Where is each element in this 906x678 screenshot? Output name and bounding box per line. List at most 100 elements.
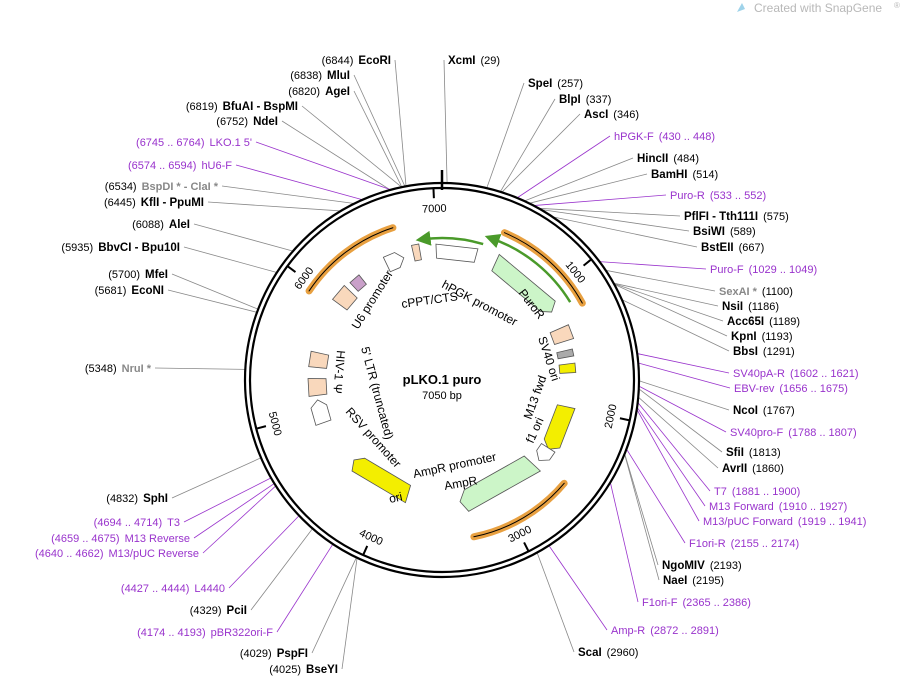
site-label-naei: NaeI(2195)	[663, 575, 724, 587]
site-label-f1ori-r: F1ori-R(2155 .. 2174)	[689, 538, 799, 550]
site-pos: (29)	[481, 55, 501, 67]
site-pos: AleI	[169, 219, 190, 231]
feature-ltr-a	[307, 378, 328, 397]
site-name: (6752)	[216, 116, 248, 128]
site-pos: hU6-F	[201, 160, 232, 172]
leader-line	[626, 448, 686, 544]
leader-line	[311, 557, 357, 654]
plasmid-size: 7050 bp	[422, 390, 462, 402]
site-label-hpgk-f: hPGK-F(430 .. 448)	[614, 131, 715, 143]
site-pos: MfeI	[145, 269, 168, 281]
site-label-hincii: HincII(484)	[637, 153, 699, 165]
site-name: EBV-rev	[734, 383, 775, 395]
site-pos: BbvCI - Bpu10I	[98, 242, 180, 254]
site-pos: (1602 .. 1621)	[790, 368, 859, 380]
site-name: SexAI *	[719, 286, 758, 298]
leader-line	[613, 283, 724, 322]
site-label-ecori: (6844)EcoRI	[322, 55, 391, 67]
feature-rsv	[310, 399, 332, 426]
site-label-bfuai-bspmi: (6819)BfuAI - BspMI	[186, 101, 298, 113]
site-label-mfei: (5700)MfeI	[108, 269, 168, 281]
leader-line	[276, 543, 334, 633]
leader-line	[301, 105, 402, 188]
leader-line	[638, 380, 730, 411]
site-label-acc65i: Acc65I(1189)	[727, 316, 800, 328]
leader-line	[353, 74, 406, 187]
leader-line	[202, 485, 277, 554]
leader-line	[193, 483, 275, 539]
feature-label-m13fwd: M13 fwd	[521, 374, 550, 421]
site-name: (6445)	[104, 197, 136, 209]
site-pos: (1910 .. 1927)	[779, 501, 848, 513]
site-pos: M13 Reverse	[125, 533, 190, 545]
site-pos: (1860)	[752, 463, 784, 475]
site-name: (5935)	[61, 242, 93, 254]
site-label-t3: (4694 .. 4714)T3	[94, 517, 180, 529]
site-label-bseyi: (4025)BseYI	[269, 664, 338, 676]
feature-amppro	[536, 442, 556, 461]
site-pos: LKO.1 5'	[210, 137, 252, 149]
site-pos: (1189)	[769, 316, 800, 328]
site-label-lko-1-5-: (6745 .. 6764) LKO.1 5'	[136, 137, 252, 149]
site-name: hPGK-F	[614, 131, 654, 143]
feature-rre	[349, 274, 367, 292]
orientation-arcs	[305, 224, 586, 541]
leader-line	[486, 82, 525, 189]
site-label-ncoi: NcoI(1767)	[733, 405, 795, 417]
leader-line	[605, 269, 716, 292]
site-label-bsteii: BstEII(667)	[701, 242, 764, 254]
site-name: NsiI	[722, 301, 743, 313]
site-label-l4440: (4427 .. 4444)L4440	[121, 583, 225, 595]
site-name: BamHI	[651, 169, 687, 181]
site-name: (6534)	[105, 181, 137, 193]
site-label-pcii: (4329)PciI	[190, 605, 247, 617]
site-label-m13-forward: M13 Forward(1910 .. 1927)	[709, 501, 847, 513]
site-label-scai: ScaI(2960)	[578, 647, 638, 659]
feature-ltr-c	[331, 284, 358, 311]
tick-label: 5000	[266, 410, 284, 437]
site-name: (6820)	[288, 86, 320, 98]
leader-line	[235, 164, 363, 201]
leader-line	[637, 353, 730, 374]
feature-label-f1ori: f1 ori	[523, 415, 547, 445]
site-name: XcmI	[448, 55, 476, 67]
leader-line	[516, 135, 611, 199]
site-pos: BspDI * - ClaI *	[142, 181, 219, 193]
site-pos: KflI - PpuMI	[141, 197, 204, 209]
site-pos: (589)	[730, 226, 756, 238]
leader-line	[637, 396, 719, 469]
leader-line	[353, 90, 403, 188]
leader-line	[529, 173, 648, 204]
site-name: BstEII	[701, 242, 734, 254]
site-name: (6745 .. 6764)	[136, 137, 205, 149]
site-label-spei: SpeI(257)	[528, 78, 583, 90]
leader-line	[183, 246, 278, 273]
site-label-econi: (5681)EcoNI	[95, 285, 164, 297]
leader-line	[171, 457, 262, 499]
site-label-hu6-f: (6574 .. 6594)hU6-F	[128, 160, 232, 172]
site-label-nrui-: (5348)NruI *	[85, 363, 152, 375]
leader-line	[250, 528, 313, 611]
site-label-bspdi-clai-: (6534) BspDI * - ClaI *	[105, 181, 219, 193]
site-label-puro-f: Puro-F(1029 .. 1049)	[710, 264, 817, 276]
site-pos: (514)	[692, 169, 718, 181]
site-label-m13-puc-reverse: (4640 .. 4662)M13/pUC Reverse	[35, 548, 199, 560]
site-pos: MluI	[327, 70, 350, 82]
arc-line	[503, 232, 583, 304]
feature-label-cppt: cPPT/CTS	[400, 289, 458, 311]
site-pos: (484)	[673, 153, 699, 165]
site-name: M13/pUC Forward	[703, 516, 793, 528]
feature-puror	[491, 253, 556, 313]
site-pos: (2960)	[607, 647, 639, 659]
leader-line	[599, 261, 707, 270]
site-pos: (1767)	[763, 405, 795, 417]
site-pos: L4440	[194, 583, 225, 595]
feature-f1ori	[543, 404, 576, 450]
tick-mark	[582, 258, 592, 267]
site-name: AscI	[584, 109, 608, 121]
site-name: T7	[714, 486, 727, 498]
site-pos: (575)	[763, 211, 789, 223]
site-name: AvrII	[722, 463, 747, 475]
site-label-bbvci-bpu10i: (5935) BbvCI - Bpu10I	[61, 242, 180, 254]
site-label-m13-reverse: (4659 .. 4675)M13 Reverse	[51, 533, 190, 545]
